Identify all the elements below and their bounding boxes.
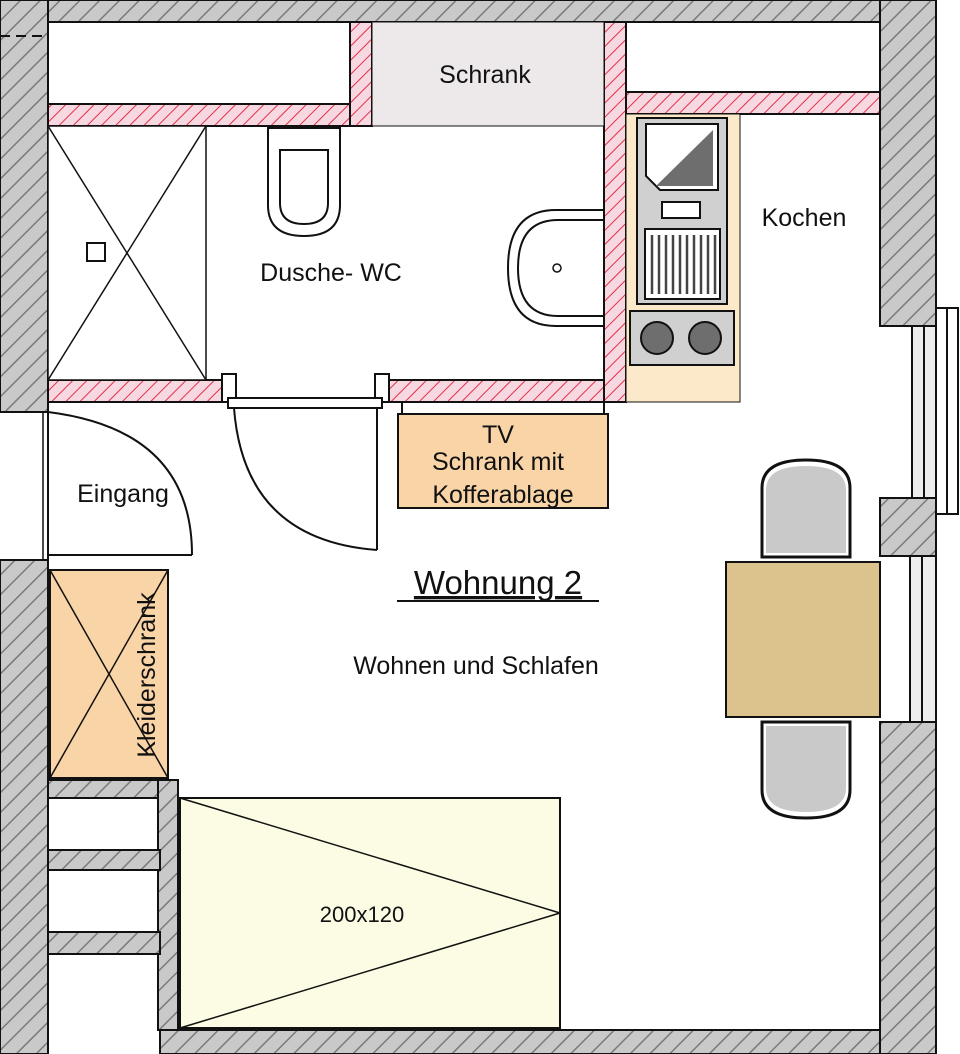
closet <box>371 21 605 127</box>
bed-size-label: 200x120 <box>320 902 404 927</box>
wall-left-column <box>157 779 179 1031</box>
apartment-title: Wohnung 2 <box>414 564 582 601</box>
partition-bath-bottom-left <box>47 379 231 403</box>
burner-right <box>688 321 722 355</box>
shower <box>47 125 207 381</box>
kitchen-label: Kochen <box>762 204 847 232</box>
closet-label: Schrank <box>439 61 531 89</box>
bed <box>179 797 561 1029</box>
wardrobe <box>49 569 169 779</box>
wall-left-lower <box>0 559 49 1054</box>
wall-right-lower <box>879 721 937 1054</box>
tv-cabinet <box>397 401 609 509</box>
window-upper <box>911 307 959 515</box>
partition-bath-bottom-right <box>381 379 605 403</box>
toilet <box>267 127 341 238</box>
window-lower <box>909 555 937 723</box>
entrance-label: Eingang <box>77 480 169 508</box>
bathroom-label: Dusche- WC <box>260 259 402 287</box>
wall-left-rib2 <box>47 931 161 955</box>
wall-top <box>47 0 881 23</box>
partition-closet-left <box>349 21 373 127</box>
dining-table <box>725 561 881 718</box>
tv-cabinet-label-line1: Schrank mit <box>432 448 564 476</box>
entrance-door <box>42 411 193 560</box>
wardrobe-label: Kleiderschrank <box>133 592 161 758</box>
tv-label: TV <box>482 421 514 449</box>
kitchen-unit <box>625 113 741 403</box>
partition-walls <box>47 21 881 403</box>
shower-drain <box>86 242 106 262</box>
exterior-walls <box>0 0 937 1054</box>
wall-left-rib1 <box>47 849 161 871</box>
partition-closet-right <box>603 21 627 403</box>
partition-top-right <box>625 91 881 115</box>
wall-left-upper <box>0 0 49 413</box>
dining-set <box>725 458 881 820</box>
living-label: Wohnen und Schlafen <box>353 652 599 680</box>
washbasin <box>506 209 605 327</box>
tv-cabinet-label-line2: Kofferablage <box>432 481 573 509</box>
wall-right-upper <box>879 0 937 327</box>
wall-right-pier <box>879 497 937 557</box>
burner-left <box>640 321 674 355</box>
partition-top-left <box>47 103 373 127</box>
wall-bottom <box>159 1029 881 1054</box>
sink-tap <box>661 201 701 219</box>
bathroom-door <box>221 373 390 551</box>
